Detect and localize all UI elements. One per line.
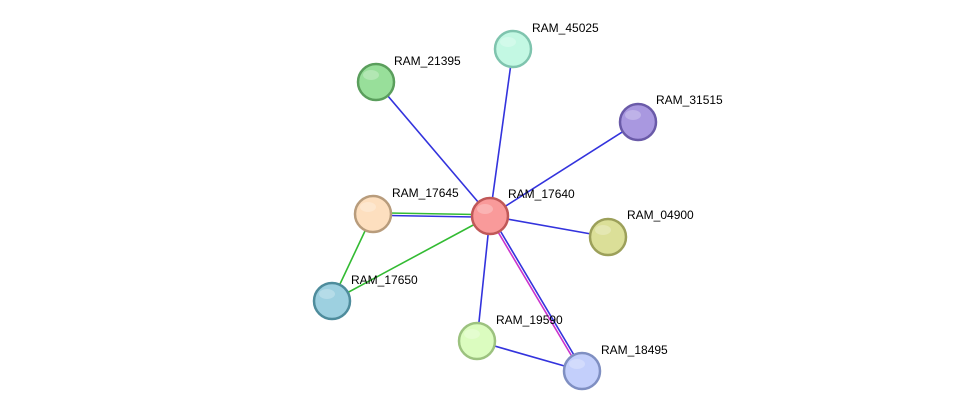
node-RAM_31515[interactable]	[618, 102, 658, 142]
node-RAM_04900[interactable]	[588, 217, 628, 257]
node-RAM_19590[interactable]	[457, 321, 497, 361]
node-RAM_45025[interactable]	[493, 29, 533, 69]
node-RAM_21395[interactable]	[356, 62, 396, 102]
edge-RAM_17640-RAM_45025	[489, 48, 514, 217]
node-RAM_17645[interactable]	[353, 194, 393, 234]
node-highlight	[360, 202, 376, 212]
node-highlight	[595, 225, 611, 235]
node-highlight	[477, 204, 493, 214]
node-highlight	[464, 329, 480, 339]
edge-RAM_17640-RAM_31515	[489, 121, 639, 217]
edge-RAM_17640-RAM_17650	[331, 215, 491, 302]
edge-RAM_17640-RAM_04900	[489, 215, 609, 238]
node-highlight	[363, 70, 379, 80]
node-highlight	[569, 359, 585, 369]
node-label-RAM_21395: RAM_21395	[394, 54, 461, 68]
edge-RAM_17640-RAM_18495	[488, 216, 582, 373]
node-label-RAM_17645: RAM_17645	[392, 186, 459, 200]
node-highlight	[500, 37, 516, 47]
node-RAM_18495[interactable]	[562, 351, 602, 391]
edge-RAM_17640-RAM_18495	[490, 214, 584, 371]
node-label-RAM_17640: RAM_17640	[508, 187, 575, 201]
node-label-RAM_19590: RAM_19590	[496, 313, 563, 327]
node-label-RAM_17650: RAM_17650	[351, 273, 418, 287]
node-label-RAM_04900: RAM_04900	[627, 208, 694, 222]
node-highlight	[319, 289, 335, 299]
node-highlight	[625, 110, 641, 120]
edge-RAM_17640-RAM_19590	[476, 215, 491, 342]
node-label-RAM_31515: RAM_31515	[656, 93, 723, 107]
labels-layer: RAM_17640 RAM_45025RAM_21395RAM_31515RAM_…	[351, 21, 723, 357]
node-label-RAM_45025: RAM_45025	[532, 21, 599, 35]
edge-RAM_17640-RAM_21395	[375, 81, 491, 217]
node-RAM_17640[interactable]	[470, 196, 510, 236]
nodes-layer	[312, 29, 658, 391]
node-RAM_17650[interactable]	[312, 281, 352, 321]
edge-RAM_17640-RAM_17645	[372, 214, 490, 219]
edge-RAM_17640-RAM_17645	[373, 211, 491, 216]
node-label-RAM_18495: RAM_18495	[601, 343, 668, 357]
